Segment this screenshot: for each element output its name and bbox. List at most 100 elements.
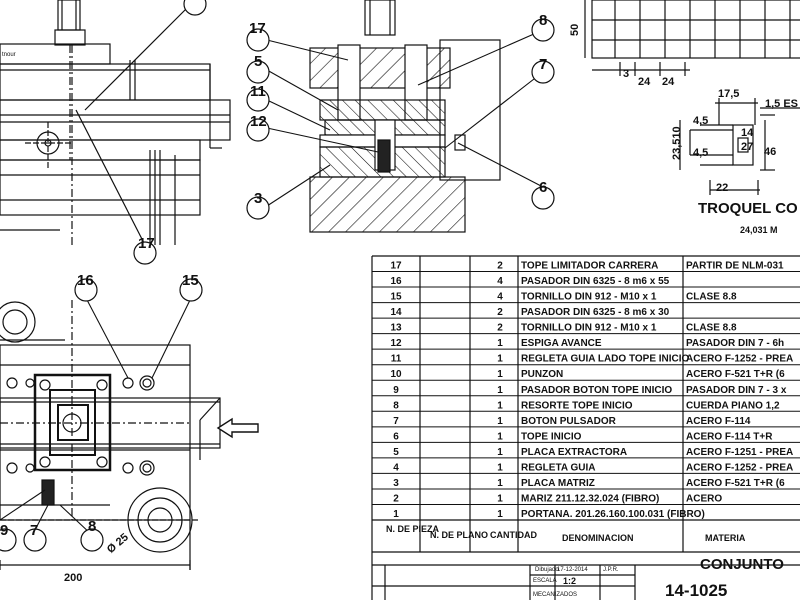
bom-cell-denomination: PASADOR DIN 6325 - 8 m6 x 55	[521, 276, 670, 287]
bom-cell-piece: 10	[390, 369, 402, 380]
drawing-title: TROQUEL CO	[698, 200, 798, 217]
bom-cell-qty: 1	[497, 416, 503, 427]
bom-cell-material: ACERO	[686, 493, 722, 504]
balloon-17: 17	[249, 20, 266, 37]
dim-plan-width: 200	[64, 572, 82, 584]
tb-drawing-no: 14-1025	[665, 581, 727, 600]
bom-cell-material: ACERO F-114	[686, 416, 751, 427]
strip-pitch: 24,031 M	[740, 225, 778, 235]
bom-cell-piece: 4	[393, 462, 399, 473]
dim-side-w3: 24	[662, 76, 675, 88]
bom-cell-qty: 2	[497, 323, 503, 334]
bom-cell-piece: 5	[393, 447, 399, 458]
dim-punch-v3: 14	[741, 127, 754, 139]
balloon-17-left: 17	[138, 235, 155, 252]
bom-header-qty: CANTIDAD	[490, 530, 537, 540]
bom-cell-qty: 1	[497, 369, 503, 380]
bom-cell-qty: 1	[497, 385, 503, 396]
dim-punch-right-a: 1,5 ES	[765, 98, 798, 110]
tb-assembly: CONJUNTO	[700, 556, 784, 573]
bom-header-plan: N. DE PLANO	[430, 530, 488, 540]
strip-side-detail	[584, 0, 800, 76]
bom-cell-material: CUERDA PIANO 1,2	[686, 400, 780, 411]
tb-scale: 1:2	[563, 576, 576, 586]
bom-cell-material: ACERO F-1251 - PREA	[686, 447, 793, 458]
bom-cell-qty: 4	[497, 276, 503, 287]
bom-cell-denomination: ESPIGA AVANCE	[521, 338, 602, 349]
bom-cell-material: PASADOR DIN 7 - 3 x	[686, 385, 787, 396]
feed-arrow	[216, 417, 259, 439]
front-leaders	[266, 29, 544, 207]
tb-escala-label: ESCALA	[533, 578, 557, 584]
dim-side-height: 50	[569, 24, 581, 36]
dim-punch-v1: 27	[741, 141, 753, 153]
bom-cell-denomination: REGLETA GUIA LADO TOPE INICIO	[521, 354, 690, 365]
balloon-6: 6	[539, 179, 547, 196]
bom-cell-material: ACERO F-1252 - PREA	[686, 462, 793, 473]
bom-cell-denomination: BOTON PULSADOR	[521, 416, 617, 427]
bom-cell-material: CLASE 8.8	[686, 323, 737, 334]
bom-cell-denomination: TORNILLO DIN 912 - M10 x 1	[521, 292, 657, 303]
bom-cell-material: ACERO F-1252 - PREA	[686, 354, 793, 365]
bom-cell-material: ACERO F-521 T+R (6	[686, 369, 785, 380]
balloon-8-plan: 8	[88, 518, 96, 535]
bom-cell-denomination: PORTANA. 201.26.160.100.031 (FIBRO)	[521, 509, 705, 520]
vise-label: tnour	[2, 52, 16, 58]
bom-cell-denomination: PLACA EXTRACTORA	[521, 447, 627, 458]
bom-cell-qty: 1	[497, 354, 503, 365]
bom-header-piece: N. DE PIEZA	[386, 524, 440, 534]
balloon-11: 11	[250, 83, 266, 100]
balloon-8: 8	[539, 12, 547, 29]
balloon-7: 7	[539, 56, 547, 73]
balloon-5: 5	[254, 53, 262, 70]
bom-cell-denomination: TORNILLO DIN 912 - M10 x 1	[521, 323, 657, 334]
bom-cell-denomination: REGLETA GUIA	[521, 462, 595, 473]
dim-punch-left-b: 4,5	[693, 147, 708, 159]
bom-cell-piece: 11	[391, 354, 402, 365]
bom-cell-denomination: PASADOR DIN 6325 - 8 m6 x 30	[521, 307, 670, 318]
bom-cell-piece: 12	[390, 338, 402, 349]
bom-cell-qty: 1	[497, 338, 503, 349]
bom-cell-denomination: RESORTE TOPE INICIO	[521, 400, 633, 411]
balloons-left-view	[133, 0, 207, 265]
dim-punch-v2: 46	[764, 146, 776, 158]
bom-cell-piece: 15	[390, 292, 402, 303]
bom-cell-denomination: PLACA MATRIZ	[521, 478, 595, 489]
balloon-9: 9	[0, 522, 8, 539]
bom-cell-denomination: MARIZ 211.12.32.024 (FIBRO)	[521, 493, 659, 504]
bom-cell-piece: 7	[393, 416, 399, 427]
bom-cell-qty: 4	[497, 292, 503, 303]
balloon-15: 15	[182, 272, 199, 289]
bom-cell-material: PARTIR DE NLM-031	[686, 261, 784, 272]
dim-punch-height-a: 23,510	[671, 126, 683, 160]
balloons-front-view	[246, 18, 555, 220]
bom-cell-material: CLASE 8.8	[686, 292, 737, 303]
bom-cell-piece: 1	[393, 509, 399, 520]
bom-cell-qty: 2	[497, 261, 503, 272]
bom-cell-piece: 17	[390, 261, 402, 272]
bom-cell-qty: 1	[497, 400, 503, 411]
bom-cell-material: ACERO F-521 T+R (6	[686, 478, 785, 489]
dim-punch-bottom: 22	[716, 182, 728, 194]
bom-cell-qty: 1	[497, 478, 503, 489]
bom-cell-material: ACERO F-114 T+R	[686, 431, 773, 442]
tb-name: J.P.R.	[603, 567, 619, 573]
bom-cell-qty: 2	[497, 307, 503, 318]
bom-cell-qty: 1	[497, 493, 503, 504]
bom-cell-piece: 9	[393, 385, 399, 396]
bom-cell-piece: 13	[390, 323, 402, 334]
dim-punch-left-a: 4,5	[693, 115, 708, 127]
tb-dibujado: Dibujado	[535, 567, 559, 573]
bom-cell-qty: 1	[497, 431, 503, 442]
tb-date: 17-12-2014	[557, 567, 588, 573]
bom-cell-piece: 14	[390, 307, 402, 318]
bom-cell-piece: 6	[393, 431, 399, 442]
dim-side-w2: 24	[638, 76, 651, 88]
dim-plan-hole: Ø 25	[105, 531, 131, 556]
balloons-plan-view	[0, 278, 203, 552]
bom-cell-qty: 1	[497, 509, 503, 520]
dim-side-w1: 3	[623, 68, 629, 80]
bom-cell-piece: 3	[393, 478, 399, 489]
bom-header-denom: DENOMINACION	[562, 533, 634, 543]
